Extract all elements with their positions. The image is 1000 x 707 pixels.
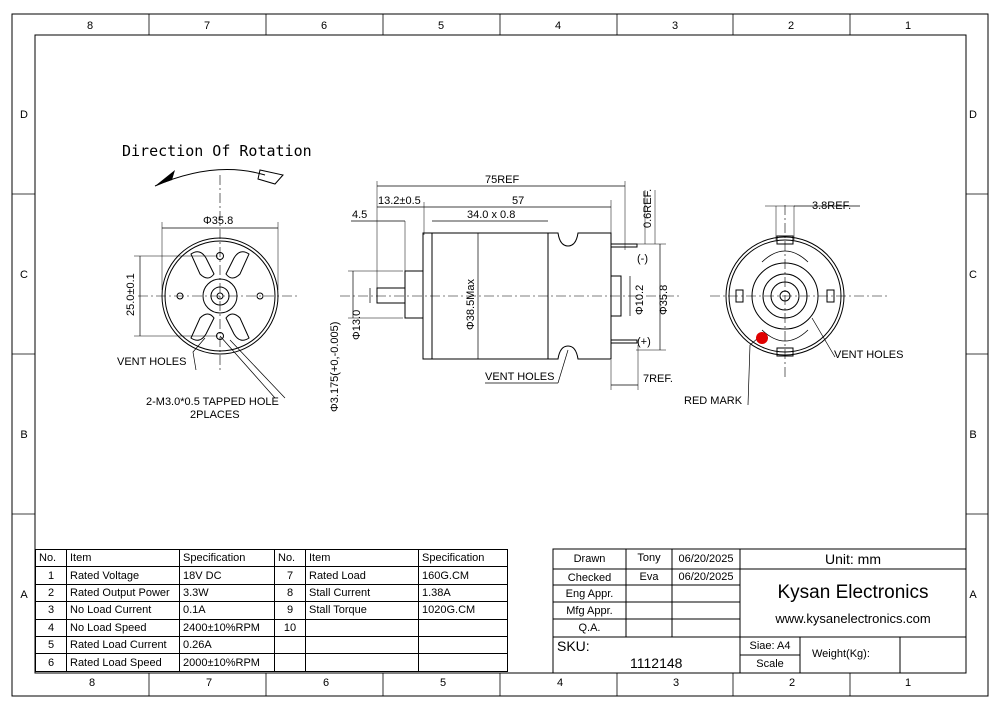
spec-table: No. Item Specification No. Item Specific… [35,548,508,672]
mfg-appr-label: Mfg Appr. [566,605,613,617]
checked-date: 06/20/2025 [678,571,734,583]
outer-dia-label: Φ35.8 [658,285,670,315]
svg-text:C: C [969,269,977,281]
rear-ref-label: 3.8REF. [812,200,851,212]
drawn-label: Drawn [573,553,606,565]
zone-ticks [12,14,988,696]
places-label: 2PLACES [190,409,240,421]
svg-text:3: 3 [672,20,678,32]
svg-text:4: 4 [555,20,561,32]
rotation-title: Direction Of Rotation [122,142,312,160]
front-view [134,169,300,399]
scale-label: Scale [756,658,784,670]
red-mark-label: RED MARK [684,395,743,407]
svg-text:A: A [20,589,28,601]
red-mark [756,332,768,344]
body-dia-label: Φ38.5Max [465,279,477,330]
d2-label: 57 [512,195,524,207]
front-vent-label: VENT HOLES [117,356,187,368]
svg-text:4: 4 [557,677,563,689]
company-name: Kysan Electronics [777,582,929,603]
svg-text:6: 6 [323,677,329,689]
svg-text:1: 1 [905,20,911,32]
front-dia-label: Φ35.8 [203,215,233,227]
title-block-grid [552,548,967,674]
rear-vent-label: VENT HOLES [834,349,904,361]
end-dia-label: Φ10.2 [634,285,646,315]
boss-dia-label: Φ13.0 [351,310,363,340]
sku-value: 1112148 [630,655,683,671]
svg-text:7: 7 [204,20,210,32]
neg-terminal-label: (-) [637,253,648,265]
svg-text:7: 7 [206,677,212,689]
drawn-by: Tony [637,552,661,564]
terminal-ref-label: 7REF. [643,373,673,385]
sheet-size: Siae: A4 [749,640,791,652]
sku-label: SKU: [557,638,590,654]
svg-text:8: 8 [89,677,95,689]
d3-label: 4.5 [352,209,367,221]
svg-text:B: B [969,429,976,441]
shaft-dia-label: Φ3.175(+0,-0.005) [329,322,341,412]
side-view [340,181,680,390]
svg-text:2: 2 [788,20,794,32]
rear-view [710,205,890,406]
front-height-label: 25.0±0.1 [125,273,137,316]
company-website: www.kysanelectronics.com [775,611,931,626]
checked-by: Eva [639,571,659,583]
unit-label: Unit: mm [825,551,881,567]
svg-text:D: D [20,109,28,121]
svg-text:D: D [969,109,977,121]
svg-text:3: 3 [673,677,679,689]
svg-text:8: 8 [87,20,93,32]
col-labels-top: 8 7 6 5 4 3 2 1 [87,20,911,32]
svg-text:A: A [969,589,977,601]
pos-terminal-label: (+) [637,336,651,348]
svg-text:B: B [20,429,27,441]
d1-label: 13.2±0.5 [378,195,421,207]
eng-appr-label: Eng Appr. [565,588,614,600]
svg-text:C: C [20,269,28,281]
weight-label: Weight(Kg): [812,648,870,660]
col-labels-bottom: 8 7 6 5 4 3 2 1 [89,677,911,689]
svg-text:5: 5 [440,677,446,689]
row-labels-right: D C B A [969,109,977,601]
drawn-date: 06/20/2025 [678,553,734,565]
svg-text:2: 2 [789,677,795,689]
d4-label: 34.0 x 0.8 [467,209,515,221]
tapped-hole-label: 2-M3.0*0.5 TAPPED HOLE [146,396,279,408]
row-labels-left: D C B A [20,109,28,601]
svg-text:5: 5 [438,20,444,32]
side-vent-label: VENT HOLES [485,371,555,383]
d5-label: 0.6REF. [642,189,654,228]
qa-label: Q.A. [578,622,601,634]
checked-label: Checked [567,572,612,584]
total-length-label: 75REF [485,174,520,186]
svg-text:1: 1 [905,677,911,689]
svg-text:6: 6 [321,20,327,32]
